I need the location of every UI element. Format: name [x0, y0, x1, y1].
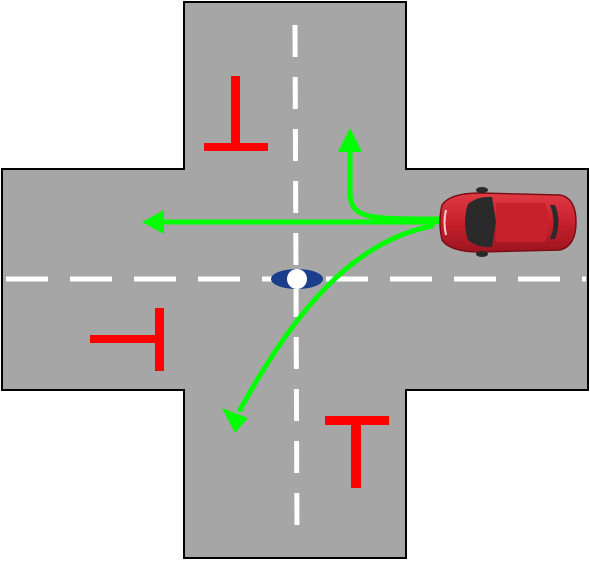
t-sign-north-west	[204, 76, 268, 151]
route-arrowheads	[142, 128, 362, 433]
center-marker	[271, 269, 323, 289]
arrowhead-north	[338, 128, 362, 152]
vertical-center-line	[292, 24, 300, 541]
route-turn-south-west	[237, 223, 435, 413]
arrowhead-south-west	[222, 408, 248, 433]
red-car-icon	[439, 187, 577, 257]
roof	[496, 203, 549, 242]
rear-window	[550, 205, 559, 239]
windshield	[465, 196, 496, 248]
route-arrows	[157, 147, 441, 413]
route-turn-north	[347, 147, 441, 222]
t-sign-south-east	[325, 416, 389, 488]
arrowhead-west	[142, 210, 164, 234]
t-sign-south-west	[90, 308, 164, 371]
